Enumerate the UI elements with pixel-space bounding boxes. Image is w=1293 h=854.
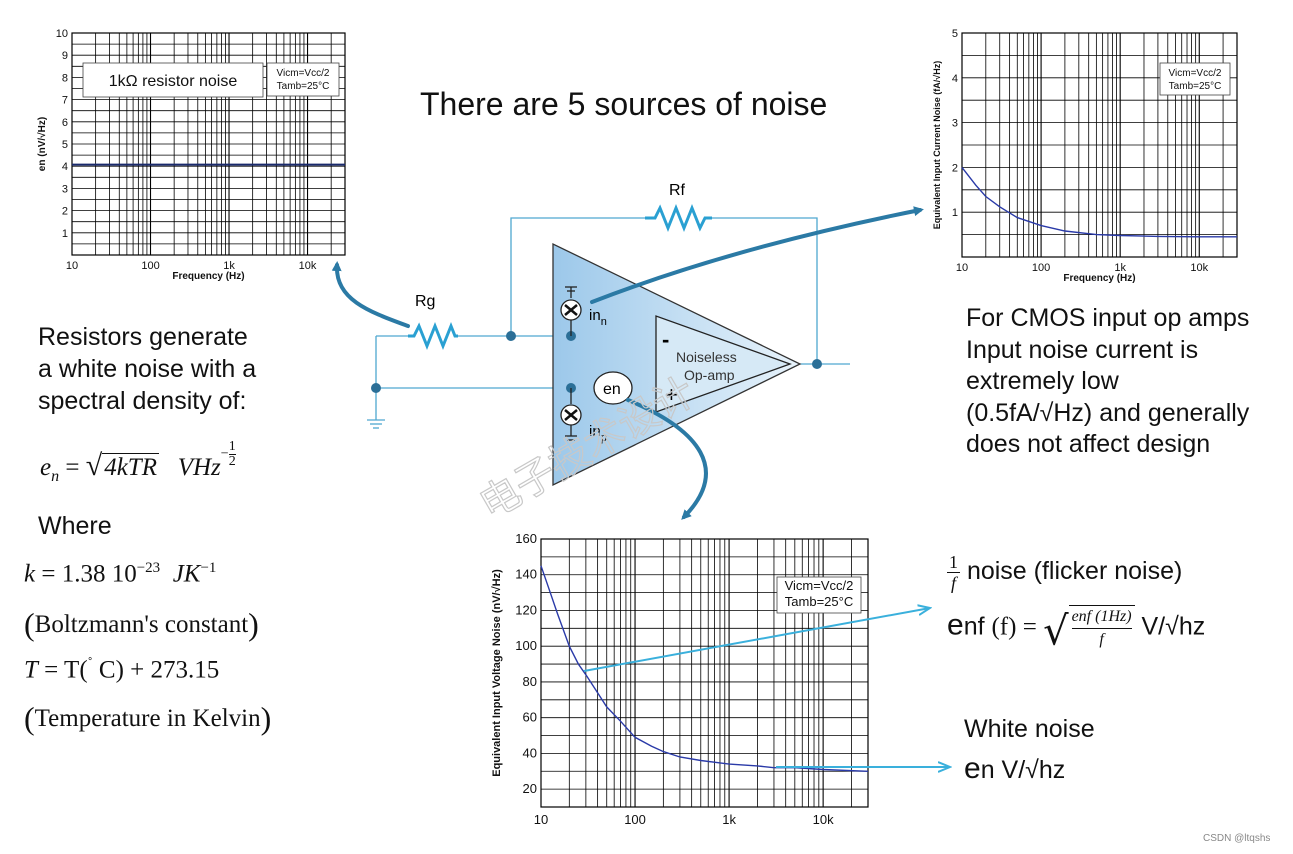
rf-resistor: [645, 203, 712, 233]
csdn-watermark: CSDN @ltqshs: [1203, 833, 1271, 844]
y-tick-label: 20: [523, 781, 537, 796]
noiseless-label: Noiseless: [676, 349, 737, 365]
arrow-to-resistor-chart: [331, 261, 410, 328]
x-tick-label: 10k: [299, 260, 317, 272]
x-tick-label: 10: [66, 260, 78, 272]
x-tick-label: 10: [956, 262, 968, 274]
annotation-box: [776, 576, 862, 614]
y-tick-label: 100: [515, 638, 537, 653]
in-n-label: inn: [589, 307, 607, 328]
flicker-pointer: [583, 608, 930, 672]
x-tick-label: 10k: [1190, 262, 1208, 274]
x-tick-label: 100: [1032, 262, 1050, 274]
annotation-text: Tamb=25°C: [1169, 81, 1222, 92]
y-tick-label: 160: [515, 531, 537, 546]
resistor-noise-text: Resistors generate a white noise with a …: [38, 323, 257, 415]
en-label: en: [603, 381, 621, 398]
arrow-to-current-chart: [590, 206, 924, 304]
boltzmann-label: (Boltzmann's constant): [24, 606, 259, 642]
feedback-wire-right: [712, 217, 818, 364]
y-tick-label: 1: [952, 207, 958, 219]
y-tick-label: 6: [62, 117, 68, 129]
annotation-text: Tamb=25°C: [277, 81, 330, 92]
in-p-source: [560, 388, 582, 441]
y-tick-label: 2: [952, 162, 958, 174]
series-line: [540, 565, 869, 772]
y-tick-label: 7: [62, 95, 68, 107]
annotation-text: Tamb=25°C: [785, 594, 853, 609]
white-noise-units: en V/√hz: [964, 752, 1066, 785]
x-tick-label: 100: [141, 260, 159, 272]
annotation-box: [1159, 62, 1231, 96]
y-tick-label: 5: [952, 28, 958, 40]
cmos-note-text: For CMOS input op amps Input noise curre…: [966, 304, 1250, 458]
in-p-label: inp: [589, 423, 607, 444]
page-title: There are 5 sources of noise: [420, 86, 828, 122]
y-tick-label: 2: [62, 206, 68, 218]
feedback-wire-left: [510, 217, 645, 336]
y-tick-label: 60: [523, 710, 537, 725]
y-axis-label: Equivalent Input Voltage Noise (nV/√Hz): [491, 569, 503, 777]
y-tick-label: 4: [952, 73, 958, 85]
noiseless-opamp-triangle: [655, 315, 792, 413]
boltzmann-formula: k = 1.38 10−23 JK−1: [24, 560, 217, 588]
y-tick-label: 3: [62, 183, 68, 195]
x-tick-label: 10k: [813, 812, 834, 827]
x-axis-label: Frequency (Hz): [1063, 273, 1135, 284]
series-line: [961, 166, 1237, 238]
annotation-text: Vicm=Vcc/2: [785, 578, 854, 593]
y-tick-label: 10: [56, 28, 68, 40]
temperature-formula: T = T(˚ C) + 273.15: [24, 656, 220, 684]
y-tick-label: 1: [62, 228, 68, 240]
opamp-label: Op-amp: [684, 367, 735, 383]
annotation-text: Vicm=Vcc/2: [277, 68, 330, 79]
white-noise-label: White noise: [964, 715, 1095, 743]
y-tick-label: 120: [515, 602, 537, 617]
where-label: Where: [38, 512, 112, 540]
y-tick-label: 3: [952, 118, 958, 130]
plus-sign: +: [665, 382, 678, 407]
rg-resistor: [408, 321, 458, 351]
annotation-box: [266, 62, 340, 97]
y-tick-label: 5: [62, 139, 68, 151]
minus-sign: -: [662, 327, 669, 352]
annotation-text: Vicm=Vcc/2: [1169, 68, 1222, 79]
x-tick-label: 1k: [722, 812, 736, 827]
y-tick-label: 4: [62, 161, 68, 173]
rg-label: Rg: [415, 293, 435, 310]
y-tick-label: 8: [62, 72, 68, 84]
y-axis-label: Equivalent Input Current Noise (fA/√Hz): [932, 61, 942, 229]
chart-title: 1kΩ resistor noise: [109, 73, 238, 90]
x-axis-label: Frequency (Hz): [172, 271, 244, 282]
x-tick-label: 1k: [1114, 262, 1126, 274]
voltage-noise-chart: 20 40 60 80 100 120 140 160 10 100 1k 10k Equivalent…: [491, 531, 869, 827]
y-tick-label: 40: [523, 745, 537, 760]
x-tick-label: 10: [534, 812, 548, 827]
in-n-source: [560, 286, 582, 336]
circuit-nodes: [371, 331, 822, 393]
y-tick-label: 9: [62, 50, 68, 62]
x-tick-label: 100: [624, 812, 646, 827]
rf-label: Rf: [669, 182, 686, 199]
chart-title-box: [82, 62, 264, 98]
y-tick-label: 80: [523, 674, 537, 689]
arrow-to-voltage-chart: [626, 398, 708, 520]
y-axis-label: en (nV/√Hz): [37, 117, 48, 171]
en-source: [593, 371, 633, 405]
y-tick-label: 140: [515, 567, 537, 582]
x-tick-label: 1k: [223, 260, 235, 272]
kelvin-label: (Temperature in Kelvin): [24, 700, 272, 736]
flicker-formula: enf (f) = √enf (1Hz)f V/√hz: [947, 605, 1205, 655]
